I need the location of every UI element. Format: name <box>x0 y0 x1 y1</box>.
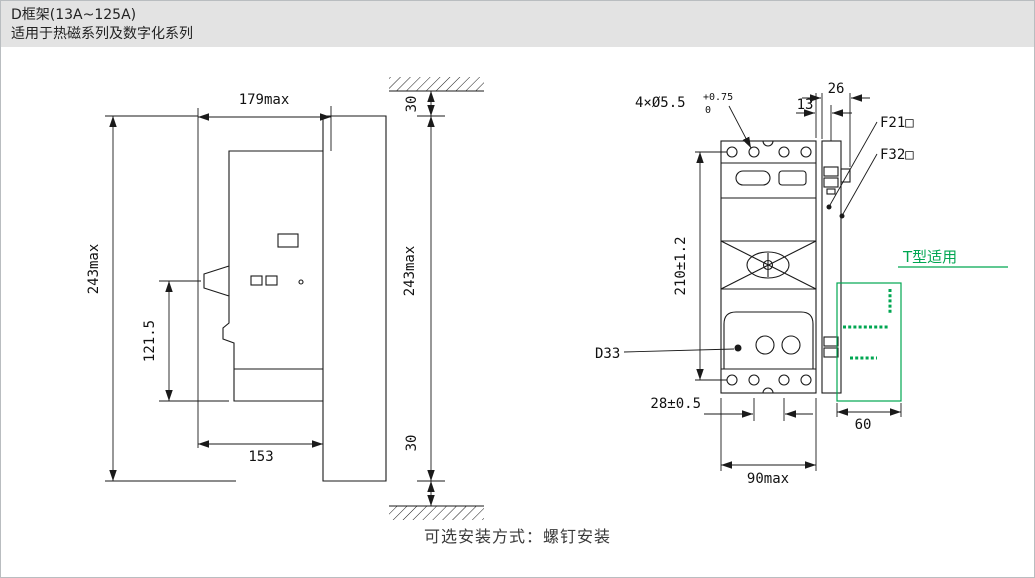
label-window <box>778 170 807 186</box>
t-base-outline <box>836 282 902 402</box>
dim-height-left-label: 243max <box>86 244 102 295</box>
side-view: 179max 243max 121.5 153 <box>86 77 484 520</box>
front-body-profile <box>203 150 323 402</box>
detail-dot <box>298 279 304 285</box>
back-slab <box>322 115 387 482</box>
f32-label: F32□ <box>880 147 914 163</box>
dim-t-base-width-60: 60 <box>836 403 902 433</box>
pitch-vertical-label: 210±1.2 <box>673 236 689 295</box>
f21-leader-dot <box>826 204 832 210</box>
pitch-horizontal-label: 28±0.5 <box>650 396 701 412</box>
detail-square-1 <box>250 275 263 286</box>
nameplate-window <box>277 233 299 248</box>
mount-hole-bottom-4 <box>800 374 812 386</box>
accessory-callouts: F21□ F32□ <box>826 115 914 219</box>
top-notch <box>762 140 774 147</box>
mounting-clearance: 30 243max 30 <box>389 77 484 520</box>
body-outline <box>720 140 817 394</box>
mount-hole-bottom-2 <box>748 374 760 386</box>
strip-clip-1 <box>823 166 839 177</box>
bottom-notch <box>762 387 774 394</box>
accessory-strip <box>821 140 851 394</box>
section-header: D框架(13A~125A) 适用于热磁系列及数字化系列 <box>1 1 1034 47</box>
strip-clip-2 <box>823 177 839 188</box>
d33-label: D33 <box>595 346 620 362</box>
holes-callout: 4×Ø5.5 +0.75 0 <box>635 92 752 149</box>
t-base-width-label: 60 <box>855 417 872 433</box>
clearance-top-label: 30 <box>404 96 420 113</box>
frame-subtitle: 适用于热磁系列及数字化系列 <box>11 26 193 42</box>
dim-width-bottom-90: 90max <box>720 398 817 487</box>
strip-outline <box>821 140 842 394</box>
terminal-circle-2 <box>781 335 801 355</box>
mount-hole-top-4 <box>800 146 812 158</box>
f32-leader <box>842 153 878 215</box>
mounting-caption: 可选安装方式：螺钉安装 <box>423 527 611 546</box>
dim-side-offset-13: 13 <box>796 93 852 141</box>
strip-clip-5 <box>823 347 839 358</box>
t-type-label: T型适用 <box>902 248 957 266</box>
holes-leader <box>728 105 752 149</box>
f32-leader-dot <box>839 213 845 219</box>
mount-hole-bottom-3 <box>778 374 790 386</box>
d33-leader <box>623 348 735 353</box>
dim-width-bottom-label: 153 <box>248 449 273 465</box>
f21-leader <box>829 121 878 206</box>
terminal-circle-1 <box>755 335 775 355</box>
d33-point <box>734 344 742 352</box>
f21-label: F21□ <box>880 115 914 131</box>
dim-base-depth-26: 26 <box>802 81 870 167</box>
dim-hole-pitch-horizontal-28: 28±0.5 <box>650 396 813 421</box>
dim-hole-pitch-vertical-210: 210±1.2 <box>673 151 727 381</box>
terminal-cover <box>723 311 814 369</box>
detail-square-2 <box>265 275 278 286</box>
frame-title: D框架(13A~125A) <box>11 7 137 23</box>
mount-hole-top-2 <box>748 146 760 158</box>
clearance-bottom-label: 30 <box>404 435 420 452</box>
strip-clip-3 <box>826 188 836 195</box>
dim-handle-label: 121.5 <box>142 320 158 362</box>
front-view: 4×Ø5.5 +0.75 0 210±1.2 28±0.5 <box>595 81 1008 487</box>
breaker-side-outline <box>203 115 387 482</box>
holes-tol-upper: +0.75 <box>703 92 733 103</box>
t-type-base: T型适用 <box>836 248 1008 402</box>
d33-callout: D33 <box>595 346 735 362</box>
dim-width-bottom-153: 153 <box>198 440 323 465</box>
rotary-knob <box>746 251 790 279</box>
mount-hole-bottom-1 <box>726 374 738 386</box>
dim-width-top-label: 179max <box>239 92 290 108</box>
dim-handle-to-bottom-121: 121.5 <box>142 280 229 402</box>
ceiling-hatch <box>389 77 484 91</box>
width-bottom-label: 90max <box>747 471 789 487</box>
holes-tol-lower: 0 <box>705 105 711 116</box>
height-right-label: 243max <box>402 246 418 297</box>
dim-height-left-243: 243max <box>86 115 236 482</box>
breaker-front-outline <box>720 140 817 394</box>
dim-width-top-179: 179max <box>197 92 332 448</box>
strip-clip-4 <box>823 336 839 347</box>
holes-label: 4×Ø5.5 <box>635 95 686 111</box>
floor-hatch <box>389 506 484 520</box>
strip-connector <box>840 168 851 183</box>
base-depth-label: 26 <box>828 81 845 97</box>
side-offset-label: 13 <box>797 97 814 113</box>
mount-hole-top-1 <box>726 146 738 158</box>
mount-hole-top-3 <box>778 146 790 158</box>
label-slot <box>735 170 771 186</box>
